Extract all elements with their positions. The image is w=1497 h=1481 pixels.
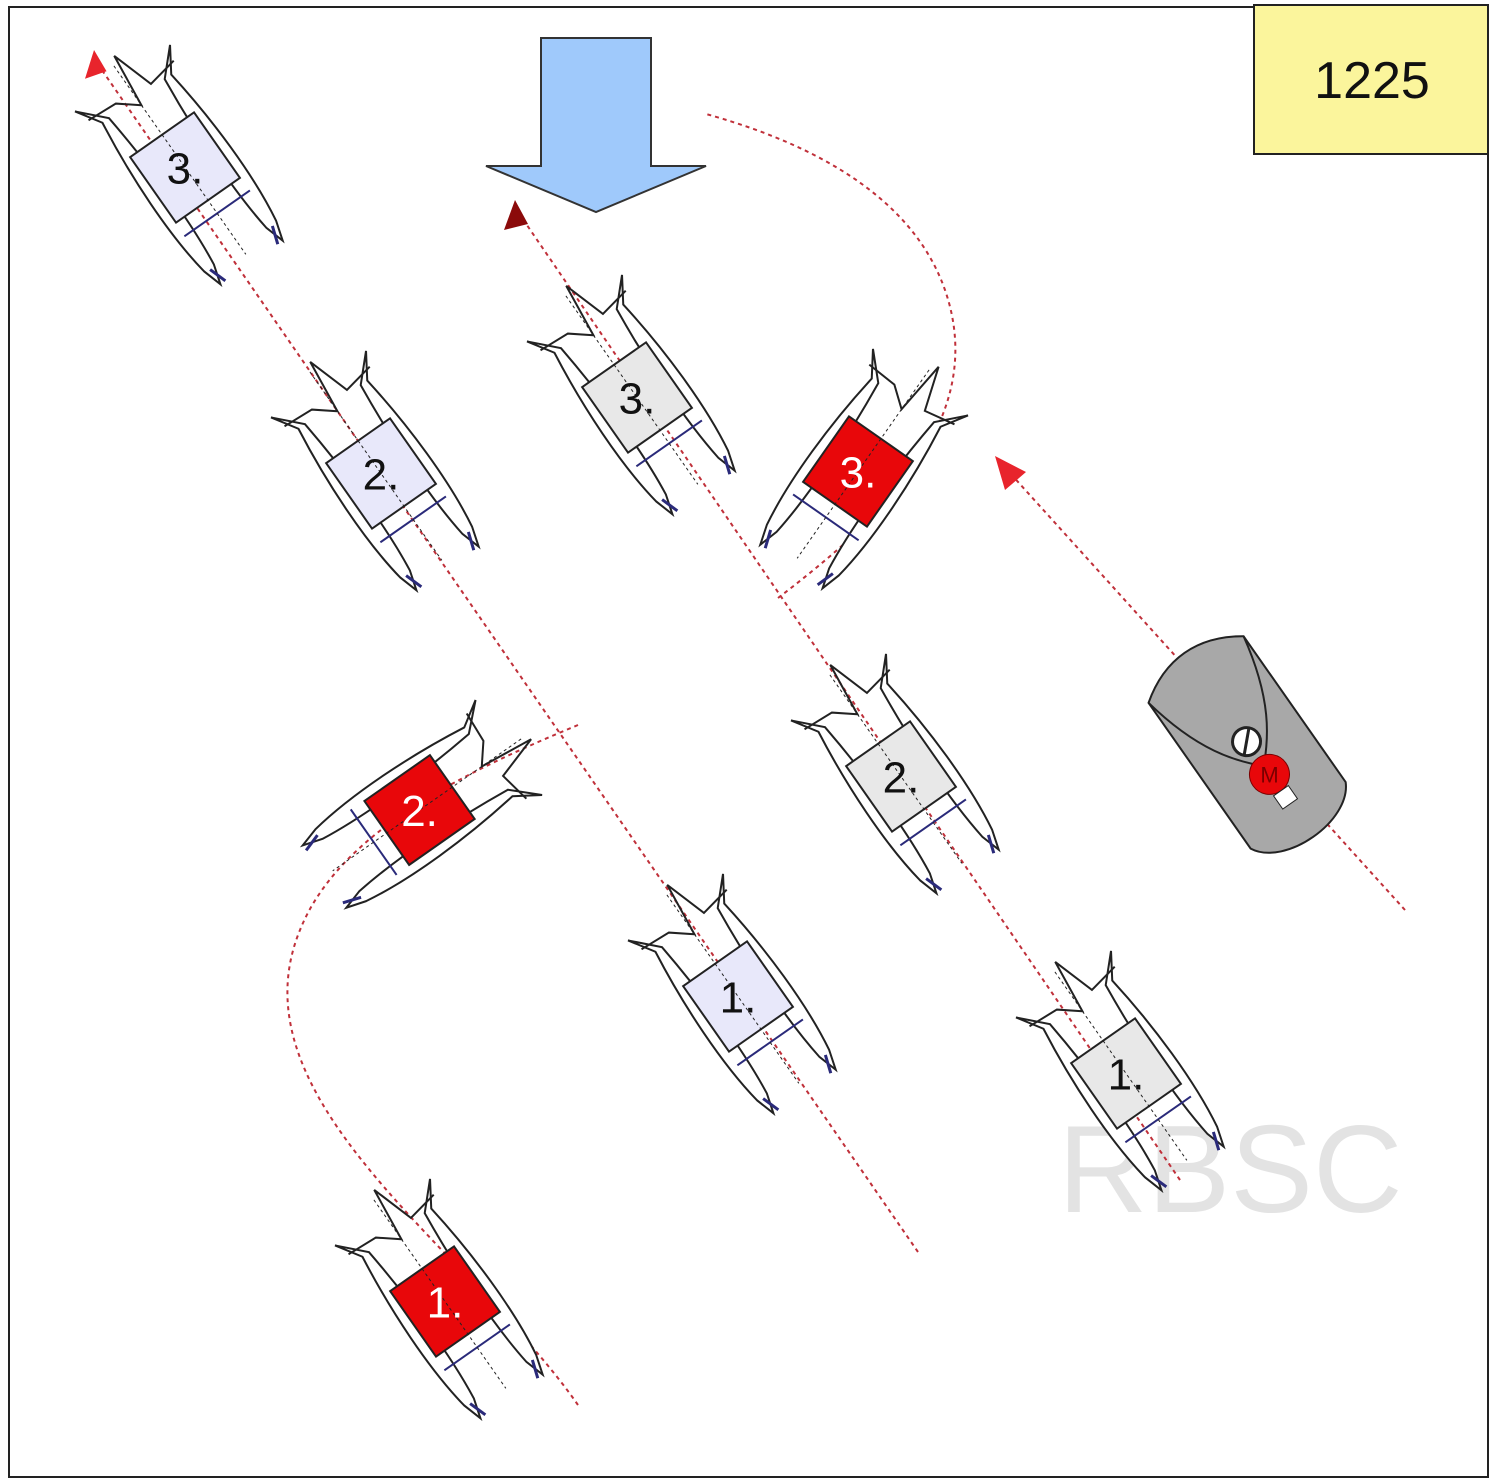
case-number-box: 1225 — [1253, 4, 1489, 155]
catamaran-position-label: 1. — [720, 973, 757, 1022]
grey-track — [517, 211, 1181, 1181]
boats-layer: 1. 2. 3. 1. 2. 3. 1. 2. 3. — [74, 44, 1226, 1422]
grey-track-arrowhead — [504, 200, 528, 230]
catamaran-position-label: 2. — [883, 753, 920, 802]
catamaran-position-label: 1. — [1108, 1050, 1145, 1099]
light-blue-track — [94, 59, 919, 1253]
wind-direction-arrow-icon — [485, 37, 707, 214]
catamaran-light-blue-3: 3. — [74, 44, 285, 288]
catamaran-red-2: 2. — [299, 699, 543, 910]
case-number: 1225 — [1314, 52, 1430, 110]
catamaran-light-blue-2: 2. — [270, 350, 481, 594]
diagram-border — [8, 6, 1489, 1478]
catamaran-position-label: 2. — [401, 787, 438, 836]
catamaran-grey-3: 3. — [526, 274, 737, 518]
catamaran-red-3: 3. — [758, 348, 969, 592]
motorboat-engine-label: M — [1260, 762, 1278, 787]
catamaran-grey-2: 2. — [790, 653, 1001, 897]
catamaran-light-blue-1: 1. — [627, 873, 838, 1117]
catamaran-position-label: 3. — [167, 144, 204, 193]
light-blue-track-arrowhead — [85, 50, 107, 79]
catamaran-position-label: 1. — [427, 1278, 464, 1327]
motorboat-track-arrowhead — [995, 456, 1026, 490]
catamaran-red-1: 1. — [334, 1178, 545, 1422]
red-track — [286, 724, 579, 1406]
catamaran-position-label: 3. — [840, 448, 877, 497]
catamaran-position-label: 2. — [363, 450, 400, 499]
catamaran-grey-1: 1. — [1015, 950, 1226, 1194]
red-track-2 — [705, 113, 957, 599]
motorboat-icon: M — [1147, 635, 1347, 854]
catamaran-position-label: 3. — [619, 374, 656, 423]
